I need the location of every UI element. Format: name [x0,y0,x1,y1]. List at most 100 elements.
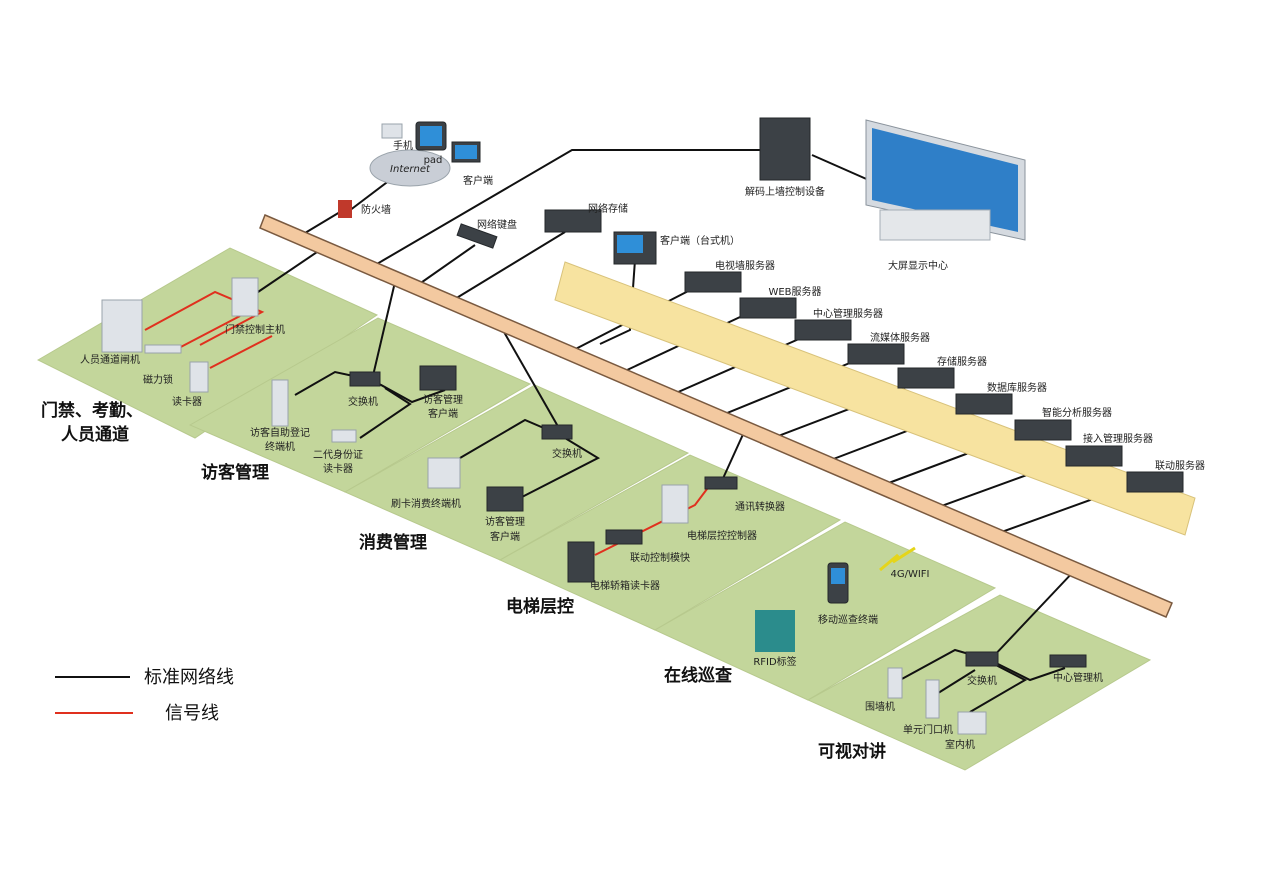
svg-text:RFID标签: RFID标签 [753,655,796,668]
access-controller-icon [231,277,259,317]
svg-text:交换机: 交换机 [348,395,378,408]
desktop-screen [617,235,643,253]
svg-text:信号线: 信号线 [165,703,219,724]
svg-text:防火墙: 防火墙 [361,203,391,216]
svg-text:读卡器: 读卡器 [172,395,202,408]
svg-text:客户端（台式机）: 客户端（台式机） [660,234,740,247]
unit-door-station-icon [925,679,940,719]
server-icon [684,271,742,293]
network-storage-icon [544,209,602,233]
card-reader-icon [189,361,209,393]
visitor-kiosk-icon [271,379,289,427]
svg-text:门禁、考勤、: 门禁、考勤、 [41,400,143,421]
svg-text:围墙机: 围墙机 [865,700,895,713]
panel-consume [343,384,690,561]
svg-text:交换机: 交换机 [552,447,582,460]
video-wall-icon [865,119,1026,241]
svg-text:终端机: 终端机 [265,440,295,453]
wireless-signal-icon [879,546,916,572]
svg-text:解码上墙控制设备: 解码上墙控制设备 [745,185,825,198]
panel-access [36,247,379,439]
elevator-card-reader-icon [567,541,595,583]
server-bus-band [554,261,1196,536]
svg-text:访客自助登记: 访客自助登记 [250,426,310,439]
svg-text:通讯转换器: 通讯转换器 [735,500,785,513]
svg-text:单元门口机: 单元门口机 [903,723,953,736]
svg-text:电梯层控控制器: 电梯层控控制器 [687,529,757,542]
switch-icon [541,424,573,440]
server-icon [897,367,955,389]
svg-text:刷卡消费终端机: 刷卡消费终端机 [391,497,461,510]
svg-text:智能分析服务器: 智能分析服务器 [1042,406,1112,419]
svg-text:联动控制模快: 联动控制模快 [630,551,690,564]
svg-text:流媒体服务器: 流媒体服务器 [870,331,930,344]
switch-icon [349,371,381,387]
svg-text:pad: pad [424,155,443,166]
panel-visitor [188,317,532,493]
floor-controller-icon [661,484,689,524]
mobile-screen [831,568,845,584]
svg-text:客户端: 客户端 [490,530,520,543]
visitor-client-icon [419,365,457,391]
svg-text:存储服务器: 存储服务器 [937,355,987,368]
server-icon [847,343,905,365]
panel-intercom [806,594,1152,771]
svg-text:访客管理: 访客管理 [423,393,463,406]
phone-icon [381,123,403,139]
svg-text:访客管理: 访客管理 [485,515,525,528]
internet-cloud: Internet [369,149,451,187]
id-card-reader-icon [331,429,357,443]
svg-text:标准网络线: 标准网络线 [144,667,234,688]
svg-text:门禁控制主机: 门禁控制主机 [225,323,285,336]
svg-text:网络存储: 网络存储 [588,202,628,215]
pos-terminal-icon [427,457,461,489]
svg-text:电视墙服务器: 电视墙服务器 [715,259,775,272]
svg-text:4G/WIFI: 4G/WIFI [890,569,929,580]
server-icon [794,319,852,341]
network-keyboard-icon [456,223,498,249]
svg-text:中心管理服务器: 中心管理服务器 [813,307,883,320]
server-icon [1065,445,1123,467]
svg-text:电梯轿箱读卡器: 电梯轿箱读卡器 [590,579,660,592]
panel-patrol [653,521,997,701]
laptop-screen [455,145,477,159]
pad-screen [420,126,442,146]
backbone-pipe [259,214,1173,618]
turnstile-gate-icon [101,299,143,353]
svg-text:网络键盘: 网络键盘 [477,218,517,231]
panel-elevator [498,454,842,631]
svg-text:消费管理: 消费管理 [359,532,427,553]
decoder-cabinet-icon [759,117,811,181]
legend: 标准网络线 信号线 [55,667,234,724]
svg-text:交换机: 交换机 [967,674,997,687]
svg-text:磁力锁: 磁力锁 [143,373,173,386]
svg-text:手机: 手机 [393,139,413,152]
server-icon [739,297,797,319]
svg-text:在线巡查: 在线巡查 [664,665,733,686]
svg-text:客户端: 客户端 [463,174,493,187]
svg-text:Internet: Internet [390,164,431,175]
svg-text:联动服务器: 联动服务器 [1155,459,1205,472]
magnetic-lock-icon [144,344,182,354]
indoor-monitor-icon [957,711,987,735]
svg-text:接入管理服务器: 接入管理服务器 [1083,432,1153,445]
svg-text:大屏显示中心: 大屏显示中心 [888,259,948,272]
link-module-icon [605,529,643,545]
svg-text:人员通道闸机: 人员通道闸机 [80,353,140,366]
svg-text:移动巡查终端: 移动巡查终端 [818,613,878,626]
center-manager-icon [1049,654,1087,668]
svg-text:客户端: 客户端 [428,407,458,420]
svg-text:二代身份证: 二代身份证 [313,448,363,461]
svg-text:可视对讲: 可视对讲 [818,741,886,762]
server-icon [1014,419,1072,441]
svg-text:中心管理机: 中心管理机 [1053,671,1103,684]
firewall-icon [338,200,352,218]
svg-text:数据库服务器: 数据库服务器 [987,381,1047,394]
server-icon [1126,471,1184,493]
converter-icon [704,476,738,490]
switch-icon [965,651,999,667]
svg-text:WEB服务器: WEB服务器 [768,285,821,298]
servers: 电视墙服务器 WEB服务器 中心管理服务器 流媒体服务器 存储服务器 数据库服务… [684,259,1205,493]
